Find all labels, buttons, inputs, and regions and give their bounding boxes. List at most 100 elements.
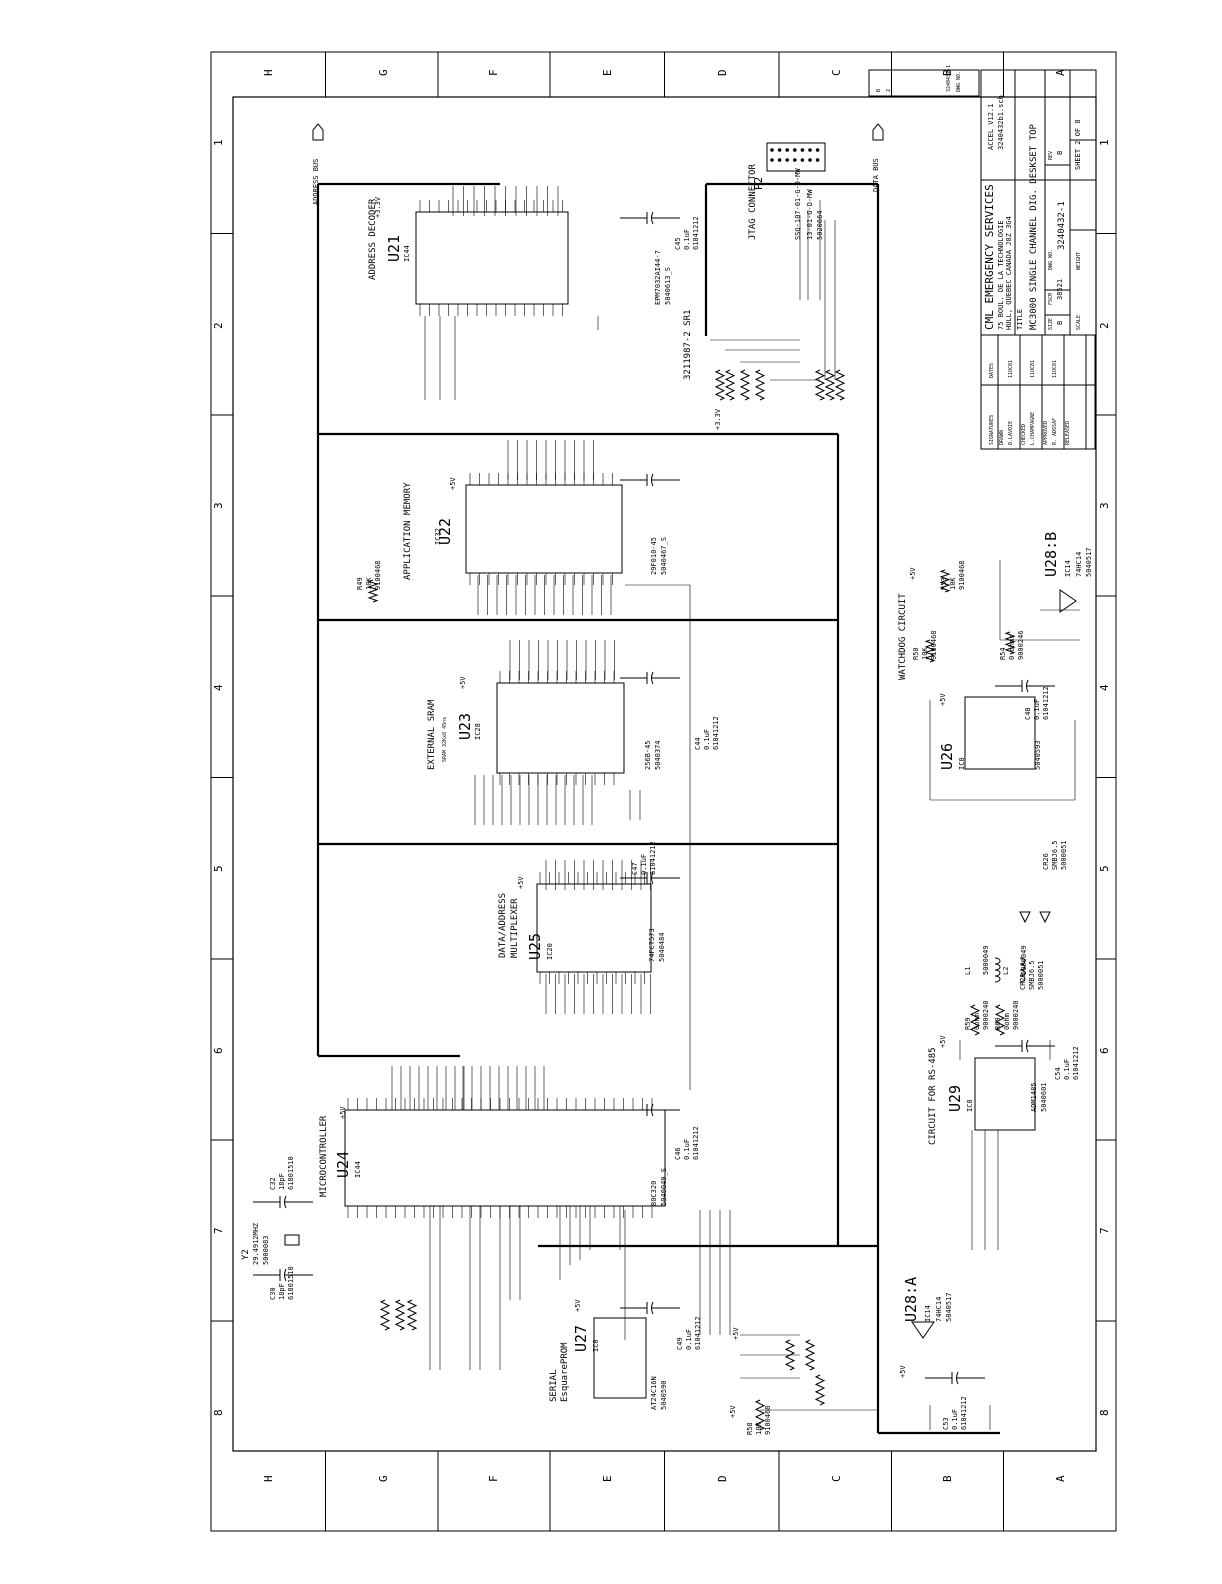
border-row-bottom-C: C (830, 1475, 843, 1482)
border-row-top-E: E (601, 69, 614, 76)
border-col-left-1: 1 (212, 139, 225, 146)
passive-l1-stock: 5000049 (982, 945, 990, 975)
passive-r54-value: 0 ohms (1008, 635, 1016, 660)
title-sheet: SHEET 2 OF 8 (1074, 119, 1082, 170)
passive-r59-ref: R59 (964, 1017, 972, 1030)
passive-r58-stock: 9100468 (764, 1405, 772, 1435)
border-col-right-4: 4 (1098, 684, 1111, 691)
passive-r54-ref: R54 (999, 647, 1007, 660)
title-file: 3240432b1.sch (997, 95, 1005, 150)
data-mux-label-1: DATA/ADDRESS (498, 893, 508, 958)
power-rail-label: +5V (729, 1405, 737, 1418)
title-block-box (980, 69, 1097, 336)
passive-c45-stock: 61041212 (692, 216, 700, 250)
p2-pin (815, 148, 820, 152)
passive-c49-stock: 61041212 (694, 1316, 702, 1350)
power-rail-label: +5V (732, 1327, 740, 1340)
u25-package: IC20 (546, 943, 554, 960)
passive-r49-value: 10K (365, 577, 373, 590)
u24-body (344, 1109, 666, 1207)
passive-c30-stock: 61801510 (287, 1266, 295, 1300)
border-row-top-B: B (941, 69, 954, 76)
esquareprom-label: EsquarePROM (560, 1342, 570, 1402)
border-row-bottom-A: A (1054, 1475, 1067, 1482)
passive-r60-stock: 9000240 (1012, 1000, 1020, 1030)
rev-box-sheet: 2 (886, 89, 892, 92)
microcontroller-label: MICROCONTROLLER (319, 1115, 329, 1197)
passive-l1-ref: L1 (964, 967, 972, 975)
signature-date: 11OC01 (1030, 360, 1036, 378)
border-col-right-5: 5 (1098, 865, 1111, 872)
title-dwg-no-label: DWG NO. (1048, 249, 1054, 270)
border-row-top-H: H (262, 69, 275, 76)
u27-package: IC8 (592, 1339, 600, 1352)
u23-stock-number: 5040374 (654, 740, 662, 770)
border-col-right-3: 3 (1098, 502, 1111, 509)
u24-part-number: 80C320 (650, 1181, 658, 1206)
signature-name: R. ADSSAF (1052, 418, 1058, 445)
border-col-left-4: 4 (212, 684, 225, 691)
title-size: B (1056, 321, 1064, 325)
passive-r60-ref: R60 (994, 1017, 1002, 1030)
border-row-top-A: A (1054, 69, 1067, 76)
title-rev-label: REV (1048, 151, 1054, 160)
u22-body (465, 484, 623, 574)
passive-c47-stock: 61041212 (649, 841, 657, 875)
u26-body (964, 696, 1036, 770)
border-col-left-6: 6 (212, 1047, 225, 1054)
power-rail-label: +5V (459, 676, 467, 689)
passive-c32-value: 18pF (278, 1173, 286, 1190)
passive-c53-ref: C53 (942, 1417, 950, 1430)
power-rail-label: +5V (517, 876, 525, 889)
u25-ref: U25 (526, 933, 544, 960)
border-row-bottom-B: B (941, 1475, 954, 1482)
rev-box-dwg-no: 3240432-1 (946, 65, 952, 92)
p2-pin (793, 158, 797, 162)
bus-lines (316, 182, 1000, 1435)
u29-part-number: ADM1485 (1030, 1082, 1038, 1112)
u29-ref: U29 (946, 1085, 964, 1112)
passive-c53-value: 0.1uF (951, 1409, 959, 1430)
border-row-top-D: D (716, 69, 729, 76)
passive-c54-stock: 61041212 (1072, 1046, 1080, 1080)
border-row-bottom-D: D (716, 1475, 729, 1482)
passive-l2-stock: 5000049 (1020, 945, 1028, 975)
passive-c47-ref: C47 (631, 862, 639, 875)
passive-c44-ref: C44 (694, 737, 702, 750)
border-col-right-7: 7 (1098, 1227, 1111, 1234)
passive-r50-value: 10K (921, 647, 929, 660)
address-decoder-label: ADDRESS DECODER (368, 198, 378, 280)
y2-body (284, 1234, 300, 1246)
passive-r50-stock: 9100468 (930, 630, 938, 660)
u28b-stock-number: 5040517 (1085, 547, 1093, 577)
border-col-right-8: 8 (1098, 1409, 1111, 1416)
rev-box (868, 69, 980, 97)
address-bus-label: ADDRESS BUS (312, 159, 320, 205)
border-row-bottom-E: E (601, 1475, 614, 1482)
u29-body (974, 1057, 1036, 1131)
u23-package: IC28 (474, 723, 482, 740)
passive-r54-stock: 9000246 (1017, 630, 1025, 660)
power-rail-label: +5V (339, 1106, 347, 1119)
u27-stock-number: 5040590 (660, 1380, 668, 1410)
border-col-right-6: 6 (1098, 1047, 1111, 1054)
border-col-right-1: 1 (1098, 139, 1111, 146)
passive-c44-value: 0.1uF (703, 729, 711, 750)
u21-part-number: EPM7032AI44-7 (654, 250, 662, 305)
external-sram-label: EXTERNAL SRAM (427, 699, 437, 770)
u28a-ref: U28:A (902, 1277, 920, 1322)
signature-date: 11OC01 (1052, 360, 1058, 378)
passive-c45-value: 0.1uF (683, 229, 691, 250)
passive-c32-ref: C32 (269, 1177, 277, 1190)
power-rail-label: +3.3V (374, 196, 382, 218)
jtag-connector-label: JTAG CONNECTOR (748, 164, 758, 240)
u24-package: IC44 (354, 1161, 362, 1178)
power-rail-label: +5V (449, 477, 457, 490)
sram-spec-label: SRAM 32Kx8 45ns (442, 717, 448, 762)
p2-pin (777, 158, 782, 162)
signatures-header: SIGNATURES (989, 415, 995, 445)
passive-cr25-stock: 5000051 (1037, 960, 1045, 990)
border-col-left-2: 2 (212, 322, 225, 329)
power-rail-label: +3.3V (714, 408, 722, 430)
p2-pin (808, 158, 812, 162)
